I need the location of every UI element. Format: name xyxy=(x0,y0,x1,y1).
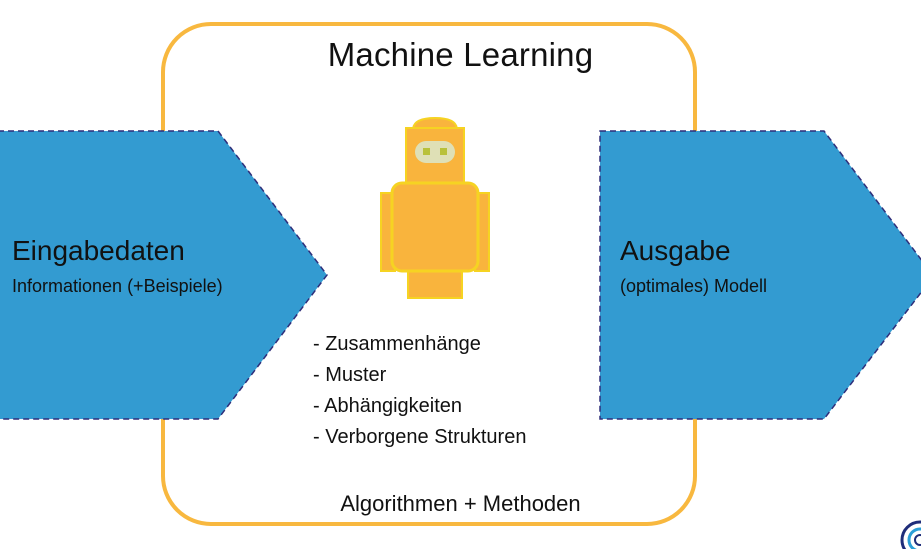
diagram-title: Machine Learning xyxy=(327,36,594,73)
findings-item: - Abhängigkeiten xyxy=(313,395,463,417)
findings-list: - Zusammenhänge - Muster - Abhängigkeite… xyxy=(313,329,526,453)
methods-label: Algorithmen + Methoden xyxy=(340,491,581,516)
output-title: Ausgabe xyxy=(620,235,731,266)
logo-icon xyxy=(900,520,921,549)
input-title: Eingabedaten xyxy=(12,235,185,266)
findings-item: - Muster xyxy=(313,364,387,386)
findings-item: - Zusammenhänge xyxy=(313,333,481,355)
input-subtitle: Informationen (+Beispiele) xyxy=(12,276,223,296)
findings-item: - Verborgene Strukturen xyxy=(313,426,527,448)
robot-icon xyxy=(380,116,490,299)
output-subtitle: (optimales) Modell xyxy=(620,276,768,296)
input-arrow xyxy=(0,130,328,420)
output-arrow xyxy=(599,130,921,420)
